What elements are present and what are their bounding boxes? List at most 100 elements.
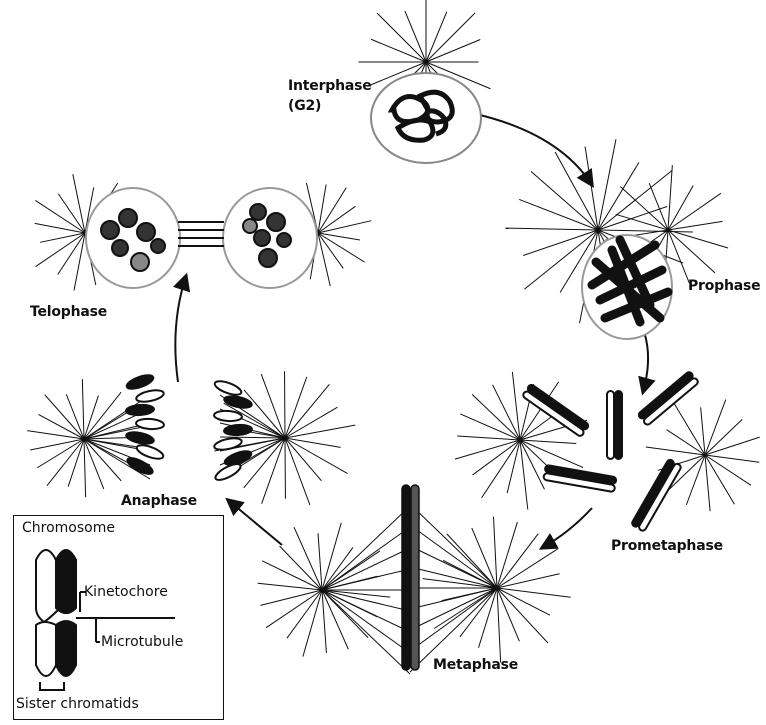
aster-ray (668, 185, 693, 230)
aster-ray (668, 165, 672, 230)
spindle-fiber (322, 506, 410, 590)
aster-ray (686, 455, 705, 505)
aster-ray (285, 384, 329, 438)
aster-ray (262, 561, 322, 590)
aster-ray (497, 588, 571, 597)
aster-ray (705, 400, 726, 455)
aster-ray (497, 549, 558, 588)
prometaphase-chromosomes (522, 371, 699, 532)
spindle-fiber (322, 590, 410, 632)
chromatid (135, 388, 164, 404)
aster-ray (705, 455, 751, 485)
aster-ray (68, 439, 84, 487)
aster-ray (84, 396, 98, 439)
aster-ray (497, 588, 550, 615)
arrow-interphase-to-prophase (480, 115, 592, 185)
chromatid (125, 430, 154, 446)
spindle-fiber (410, 546, 497, 588)
arrow-anaphase-to-telophase (175, 276, 186, 382)
spindle-fiber (410, 588, 497, 630)
aster-ray (84, 439, 104, 489)
aster-ray (598, 171, 672, 230)
label-prometaphase: Prometaphase (611, 538, 723, 554)
aster-ray (45, 395, 84, 439)
aster-ray (285, 438, 310, 505)
prophase-cell (582, 235, 672, 339)
aster-ray (705, 455, 759, 462)
aster-ray (520, 440, 583, 468)
spindle-fiber (322, 590, 410, 653)
aster-ray (667, 430, 705, 455)
aster-ray (266, 590, 322, 628)
spindle-fiber (322, 590, 410, 674)
aster-ray (674, 404, 705, 455)
chromatid (135, 443, 165, 462)
aster-ray (497, 588, 548, 643)
aster-ray (598, 139, 616, 230)
aster-ray (668, 230, 715, 273)
aster-ray (322, 590, 390, 597)
aster-ray (523, 230, 598, 255)
aster-ray (426, 13, 475, 62)
chromatid (125, 373, 155, 392)
aster-ray (457, 436, 520, 440)
label-prophase: Prophase (688, 278, 760, 294)
aster-ray (280, 546, 322, 590)
aster-ray (668, 221, 723, 230)
label-interphase-g2: (G2) (288, 98, 321, 114)
aster-ray (472, 394, 520, 440)
aster-ray (668, 230, 728, 248)
chromatid (224, 424, 253, 436)
chromatid (213, 379, 243, 398)
aster-ray (668, 193, 721, 230)
label-telophase: Telophase (30, 304, 107, 320)
interphase-cell (371, 73, 481, 163)
aster-ray (377, 13, 426, 62)
aster-ray (520, 440, 576, 444)
chromatid (223, 394, 252, 410)
chromatid (136, 418, 165, 430)
spindle-fiber (322, 527, 410, 590)
aster-ray (497, 588, 501, 662)
aster-ray (649, 183, 668, 230)
spindle-fiber (410, 504, 497, 588)
legend-kinetochore: Kinetochore (84, 584, 168, 600)
aster-ray (434, 588, 497, 629)
aster-ray (705, 455, 734, 504)
spindle-fiber (322, 590, 410, 611)
aster-ray (447, 534, 497, 588)
legend-sister-chromatids: Sister chromatids (16, 696, 139, 712)
aster-ray (506, 228, 598, 230)
aster-ray (285, 438, 321, 481)
chromatid (213, 436, 242, 452)
arrow-prophase-to-prometaphase (643, 335, 648, 392)
aster-ray (66, 394, 84, 439)
aster-ray (497, 588, 519, 641)
aster-ray (705, 455, 710, 511)
chromatid (126, 404, 155, 416)
aster-ray (84, 439, 86, 497)
aster-ray (598, 230, 693, 232)
legend-title: Chromosome (22, 520, 115, 536)
anaphase-chromosomes (125, 373, 253, 483)
aster-ray (494, 517, 497, 588)
metaphase-plate (402, 485, 419, 670)
aster-ray (84, 392, 121, 439)
aster-ray (460, 414, 520, 440)
telophase-cells (86, 188, 317, 288)
aster-ray (493, 385, 520, 440)
aster-ray (646, 447, 705, 455)
aster-ray (497, 522, 517, 588)
aster-ray (84, 439, 121, 481)
spindle-fiber (410, 567, 497, 588)
arrow-metaphase-to-anaphase (228, 500, 282, 545)
aster-ray (47, 439, 84, 486)
aster-ray (482, 440, 520, 498)
aster-ray (701, 407, 705, 455)
aster-ray (303, 590, 322, 657)
aster-ray (512, 372, 520, 440)
aster-ray (322, 523, 341, 590)
label-metaphase: Metaphase (433, 657, 518, 673)
chromosome-legend (13, 515, 224, 720)
